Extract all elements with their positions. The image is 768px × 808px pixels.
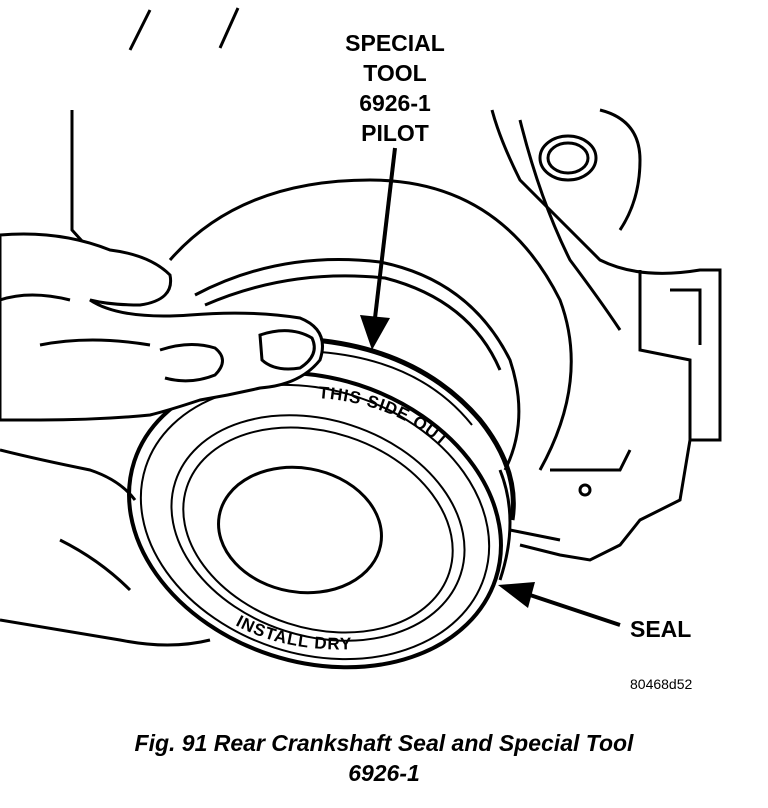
- caption-line: 6926-1: [348, 760, 420, 786]
- special-tool-callout: SPECIAL TOOL 6926-1 PILOT: [300, 28, 490, 148]
- caption-line: Fig. 91 Rear Crankshaft Seal and Special…: [134, 730, 634, 756]
- crankshaft-bore: [168, 178, 573, 471]
- engine-block: [70, 108, 722, 562]
- figure-caption: Fig. 91 Rear Crankshaft Seal and Special…: [0, 728, 768, 788]
- rear-crankshaft-seal: [127, 370, 512, 670]
- image-code: 80468d52: [630, 676, 693, 692]
- seal-pointer-arrow: [498, 582, 621, 627]
- tool-pointer-arrow: [360, 147, 397, 350]
- seal-callout: SEAL: [630, 616, 692, 642]
- special-tool-callout-line: TOOL: [363, 60, 427, 86]
- break-marks: [128, 7, 240, 51]
- technician-hand: [0, 232, 324, 647]
- special-tool-callout-line: 6926-1: [359, 90, 431, 116]
- special-tool-callout-line: SPECIAL: [345, 30, 445, 56]
- special-tool-pilot: [314, 337, 516, 521]
- special-tool-callout-line: PILOT: [361, 120, 429, 146]
